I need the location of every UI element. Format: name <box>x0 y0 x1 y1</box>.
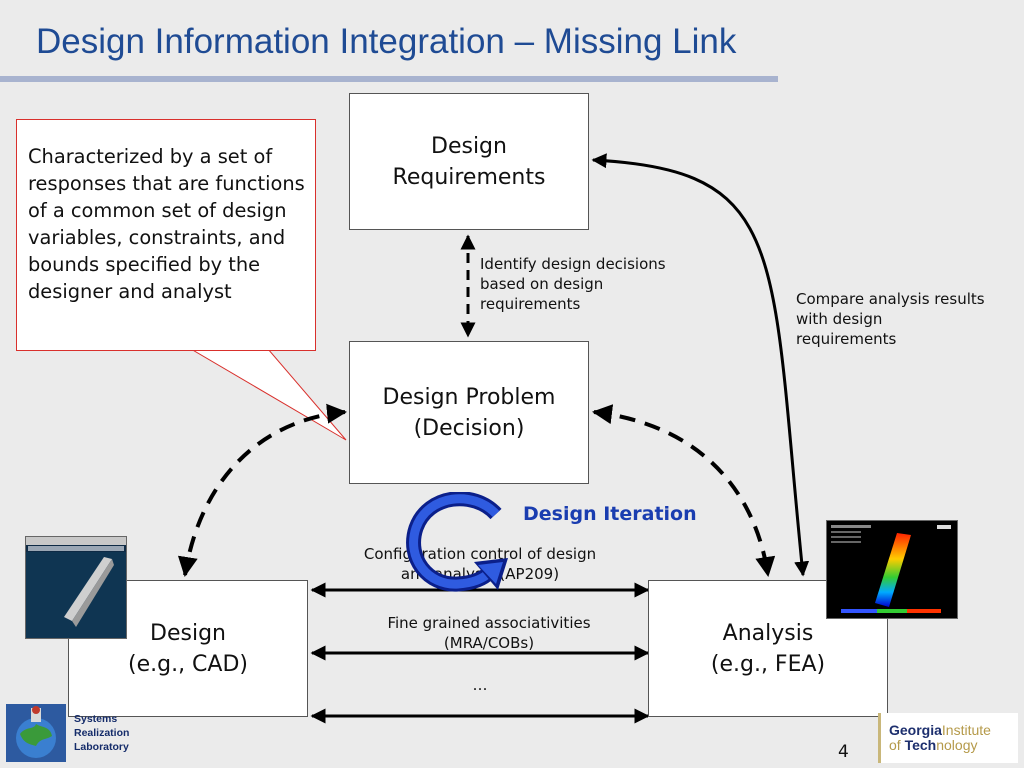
problem-analysis-arrow <box>592 404 776 577</box>
design-cad-label: Design (e.g., CAD) <box>128 620 248 677</box>
cad-model-thumbnail <box>25 536 127 639</box>
problem-design-arrow <box>177 403 347 577</box>
analysis-fea-label: Analysis (e.g., FEA) <box>710 620 826 677</box>
design-iteration-label: Design Iteration <box>523 503 697 525</box>
slide-title: Design Information Integration – Missing… <box>36 22 737 61</box>
ellipsis-note: … <box>472 676 488 694</box>
compare-arrow <box>591 153 810 577</box>
title-divider <box>0 76 778 82</box>
design-problem-label: Design Problem (Decision) <box>382 384 556 441</box>
gt-word-tech: Tech <box>904 737 937 753</box>
gt-word-nology: nology <box>936 737 978 753</box>
gt-word-georgia: Georgia <box>889 722 942 738</box>
characterization-callout: Characterized by a set of responses that… <box>16 119 316 351</box>
design-requirements-label: Design Requirements <box>392 133 546 190</box>
identify-note: Identify design decisions based on desig… <box>480 255 666 313</box>
circular-arrow-icon <box>406 492 508 592</box>
srl-logo <box>6 704 66 762</box>
fine-note: Fine grained associativities (MRA/COBs) <box>387 614 591 652</box>
design-problem-box: Design Problem (Decision) <box>349 341 589 484</box>
georgia-tech-logo: GeorgiaInstitute of Technology <box>878 713 1018 763</box>
compare-note: Compare analysis results with design req… <box>796 290 985 348</box>
page-number: 4 <box>838 742 849 762</box>
design-requirements-box: Design Requirements <box>349 93 589 230</box>
srl-logo-text: Systems Realization Laboratory <box>74 713 130 753</box>
fea-result-thumbnail <box>826 520 958 619</box>
callout-tail <box>189 348 347 441</box>
gt-word-institute: Institute <box>941 722 991 738</box>
gt-word-of: of <box>889 737 905 753</box>
